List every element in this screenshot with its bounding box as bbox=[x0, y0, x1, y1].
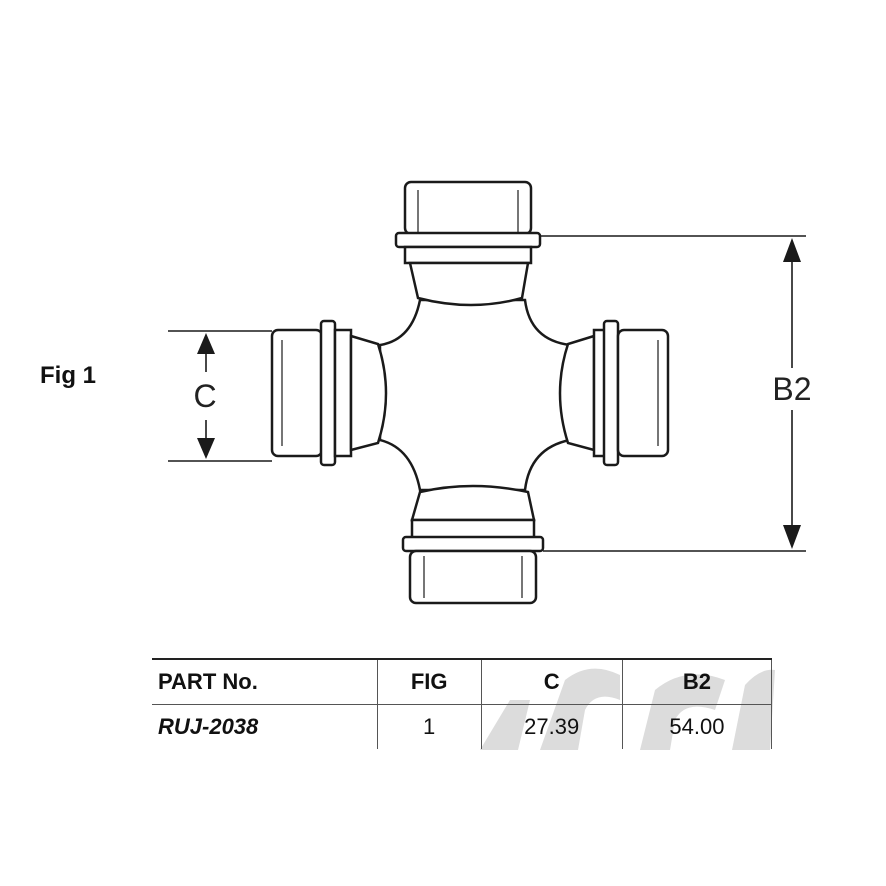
dimension-c-label: C bbox=[193, 378, 216, 414]
part-no-cell: RUJ-2038 bbox=[158, 714, 259, 739]
figure-label: Fig 1 bbox=[40, 362, 97, 389]
fig-cell: 1 bbox=[376, 704, 481, 749]
dimension-b2 bbox=[540, 235, 806, 552]
specification-table: PART No. FIG C B2 RUJ-2038 1 27.39 54.00 bbox=[152, 658, 773, 749]
universal-joint-cross bbox=[270, 180, 670, 605]
b2-value-cell: 54.00 bbox=[621, 704, 773, 749]
table-header-row: PART No. FIG C B2 bbox=[152, 658, 773, 705]
header-c: C bbox=[480, 658, 623, 705]
header-part-no: PART No. bbox=[152, 658, 378, 705]
table-row: RUJ-2038 1 27.39 54.00 bbox=[152, 704, 773, 749]
dimension-b2-label: B2 bbox=[772, 371, 811, 407]
right-bearing-cup bbox=[558, 319, 670, 467]
arrow-down-icon bbox=[197, 438, 215, 459]
arrow-down-icon bbox=[783, 525, 801, 549]
c-value-cell: 27.39 bbox=[480, 704, 623, 749]
left-bearing-cup bbox=[270, 319, 388, 467]
arrow-up-icon bbox=[197, 333, 215, 354]
header-b2: B2 bbox=[621, 658, 773, 705]
bottom-bearing-cup bbox=[401, 484, 545, 605]
dimension-c bbox=[168, 330, 272, 462]
header-fig: FIG bbox=[376, 658, 481, 705]
top-bearing-cup bbox=[394, 180, 542, 307]
arrow-up-icon bbox=[783, 238, 801, 262]
